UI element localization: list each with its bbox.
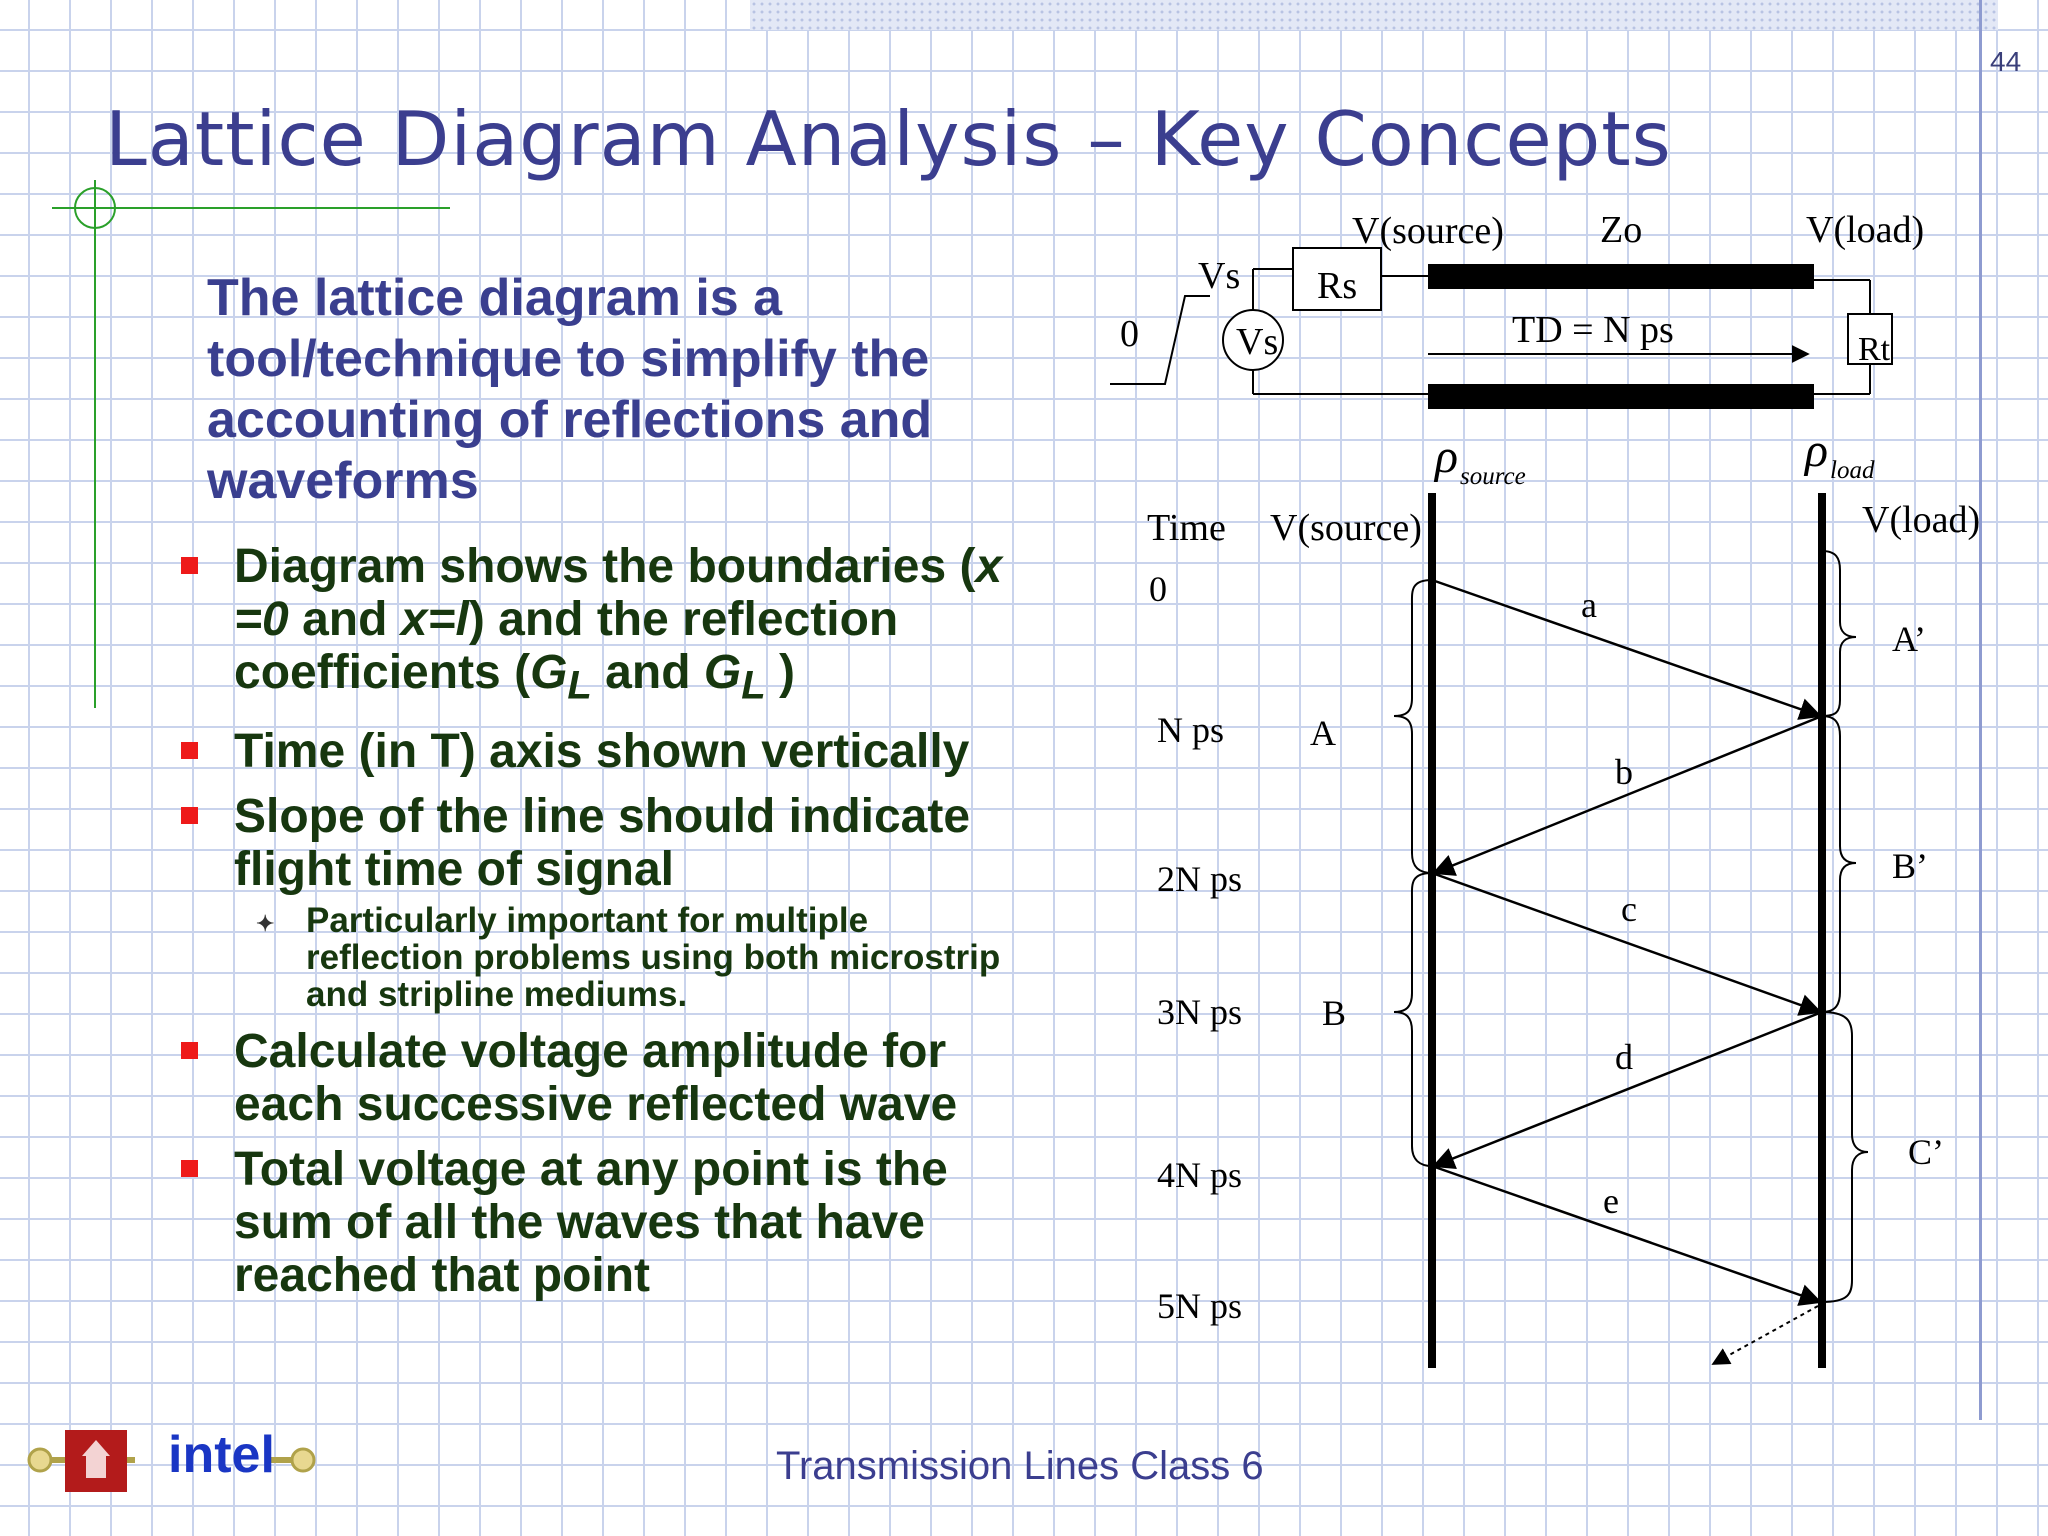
time-tick: 5N ps [1157,1286,1242,1326]
bullet-time-axis: Time (in T) axis shown vertically [170,725,1030,778]
load-braces [1821,550,1869,1303]
intel-logo: intel [27,1426,316,1492]
td-label: TD = N ps [1512,309,1674,351]
lattice-diagram: V(source) Zo V(load) Vs 0 Rs Vs TD = N p… [1110,209,1980,1368]
brace-a-icon [1393,579,1433,874]
bullet-total-voltage: Total voltage at any point is the sum of… [170,1143,1030,1302]
reflection-waves [1431,578,1823,1365]
footer-course-label: Transmission Lines Class 6 [776,1444,1264,1488]
intro-text: The lattice diagram is a tool/technique … [207,269,933,510]
sub-bullet-text: Particularly important for multiple refl… [306,900,1001,1014]
bullet-text: and [591,646,704,699]
circuit-vsource-label: V(source) [1352,210,1504,252]
vsource-header: V(source) [1270,507,1422,549]
sub-bullet-marker-icon: ✦ [256,910,275,936]
wave-labels: a b c d e [1581,585,1637,1221]
source-group-label: A [1310,713,1336,753]
bullet-boundaries: Diagram shows the boundaries (x =0 and x… [170,540,1030,713]
math-g: G [530,646,568,699]
source-braces [1393,579,1433,1167]
brace-b-icon [1393,872,1433,1167]
wave-label: c [1621,889,1637,929]
bullet-marker-icon [181,557,198,574]
bullet-list: Diagram shows the boundaries (x =0 and x… [170,540,1030,1314]
bullet-marker-icon [181,741,198,759]
wave-label: e [1603,1181,1619,1221]
circuit-vload-label: V(load) [1806,209,1924,251]
vload-header: V(load) [1862,499,1980,541]
transmission-line-bottom [1428,384,1814,409]
math-g-subscript: L [567,663,592,708]
rs-label: Rs [1317,265,1357,307]
time-tick: N ps [1157,710,1224,750]
source-group-label: B [1322,993,1346,1033]
wave-line-dotted [1711,1305,1819,1365]
right-margin-rule [1979,0,1982,1420]
logo-knob-icon [290,1447,316,1473]
rho-source-subscript: source [1460,463,1526,490]
rho-symbol: ρ [1803,424,1828,477]
bullet-amplitude: Calculate voltage amplitude for each suc… [170,1025,1030,1131]
slide-title: Lattice Diagram Analysis – Key Concepts [105,95,1672,183]
bullet-marker-icon [181,1041,198,1059]
brace-c-prime-icon [1821,1011,1869,1303]
bullet-text: ) and the reflection coefficients ( [234,593,899,699]
sub-bullet-list: ✦ Particularly important for multiple re… [234,902,1030,1013]
time-tick: 3N ps [1157,992,1242,1032]
step-waveform-icon [1110,295,1210,385]
rs-resistor [1292,247,1382,311]
top-decorative-band [750,0,1998,30]
bullet-marker-icon [181,806,198,824]
wave-label: a [1581,585,1597,625]
step-zero-label: 0 [1120,313,1139,355]
wave-label: d [1615,1037,1633,1077]
page-number: 44 [1990,46,2022,77]
math-g: G [703,646,742,699]
rho-load-subscript: load [1830,457,1875,484]
source-vs-label: Vs [1236,321,1278,363]
corner-ornament [52,180,450,708]
math-g-subscript: L [741,663,766,708]
brace-a-prime-icon [1821,550,1857,717]
time-axis: 0 N ps 2N ps 3N ps 4N ps 5N ps [1149,569,1242,1326]
seal-emblem-icon [82,1440,110,1478]
bullet-text: ) [765,646,795,699]
sub-bullet: ✦ Particularly important for multiple re… [234,902,1030,1013]
wave-line [1431,871,1823,1016]
bullet-text: Calculate voltage amplitude for each suc… [234,1024,958,1131]
time-tick: 2N ps [1157,859,1242,899]
time-header: Time [1147,507,1226,549]
rho-symbol: ρ [1433,430,1458,483]
load-group-label: A’ [1892,619,1926,659]
bullet-marker-icon [181,1159,198,1177]
lattice: ρ source ρ load Time V(source) V(load) 0… [1147,424,1980,1368]
bullet-text: Time (in T) axis shown vertically [234,724,970,778]
bullet-slope: Slope of the line should indicate flight… [170,790,1030,1013]
wave-line [1431,578,1823,720]
circuit-zo-label: Zo [1600,209,1642,251]
time-tick: 0 [1149,569,1167,609]
bullet-text: and [288,593,401,646]
wave-line [1431,714,1823,876]
load-group-label: C’ [1908,1132,1944,1172]
math-l: l [455,593,469,646]
wave-label: b [1615,752,1633,792]
transmission-line-top [1428,264,1814,289]
load-group-label: B’ [1892,846,1928,886]
step-vs-label: Vs [1198,255,1240,297]
brace-b-prime-icon [1821,715,1857,1013]
bullet-text: Diagram shows the boundaries ( [234,540,976,593]
math-x0: x =0 [234,540,1003,646]
wave-line [1431,1164,1823,1306]
circuit-schematic: V(source) Zo V(load) Vs 0 Rs Vs TD = N p… [1110,209,1924,409]
rt-resistor [1847,313,1893,365]
rt-label: Rt [1858,331,1891,368]
wave-line [1431,1010,1823,1169]
logo-knob-icon [27,1447,53,1473]
bullet-text: Slope of the line should indicate flight… [234,789,971,896]
bullet-text: Total voltage at any point is the sum of… [234,1142,948,1302]
math-xl: x= [400,593,456,646]
intel-wordmark: intel [168,1426,275,1484]
time-tick: 4N ps [1157,1155,1242,1195]
